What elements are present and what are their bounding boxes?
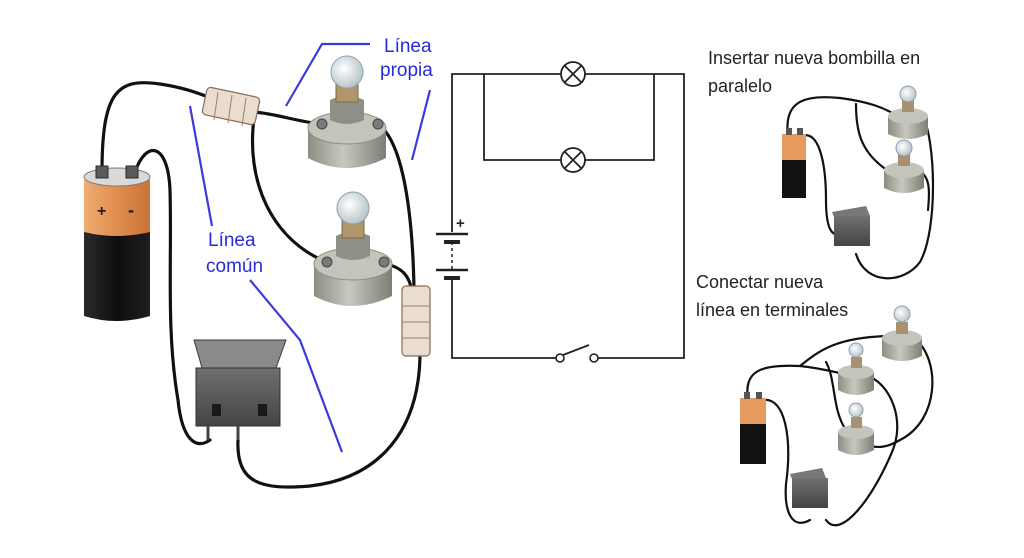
leader-own-line-right [410,89,432,161]
switch-symbol [555,344,599,363]
light-bulb-icon [336,191,370,225]
rocker-switch [193,339,287,440]
terminal-line-example: Conectar nueva línea en terminales [696,272,934,527]
label-own-line: Línea propia [380,36,437,81]
leader-own-line-left [285,42,370,107]
parallel-bulb-example: Insertar nueva bombilla en paralelo [708,48,935,280]
label-parallel-bulb: Insertar nueva bombilla en paralelo [708,48,925,96]
bulb-holder-1 [307,55,387,168]
light-bulb-icon [330,55,364,89]
schematic-plus-sign: + [456,215,465,232]
wire-battery-minus [133,148,212,446]
wire-connector-to-bulb2 [250,116,328,264]
light-bulb-icon [848,402,864,418]
light-bulb-icon [848,342,864,358]
wire-connector-right [401,285,431,357]
leader-common-line-down [249,279,344,453]
wire-connector-top [201,86,261,127]
main-circuit: + - [83,36,437,489]
label-terminal-line: Conectar nueva línea en terminales [696,272,848,320]
wire-bulb1-right [378,124,416,290]
wire-to-switch [236,350,422,489]
battery-plus-sign: + [97,203,106,220]
battery: + - [83,165,151,321]
bulb-holder-2 [313,191,393,306]
battery-symbol: + [436,215,468,280]
label-common-line: Línea común [206,230,263,277]
schematic-diagram: + [436,61,685,363]
light-bulb-icon [899,85,917,103]
leader-common-line-up [188,105,214,227]
battery-minus-sign: - [128,200,134,220]
light-bulb-icon [895,139,913,157]
light-bulb-icon [893,305,911,323]
